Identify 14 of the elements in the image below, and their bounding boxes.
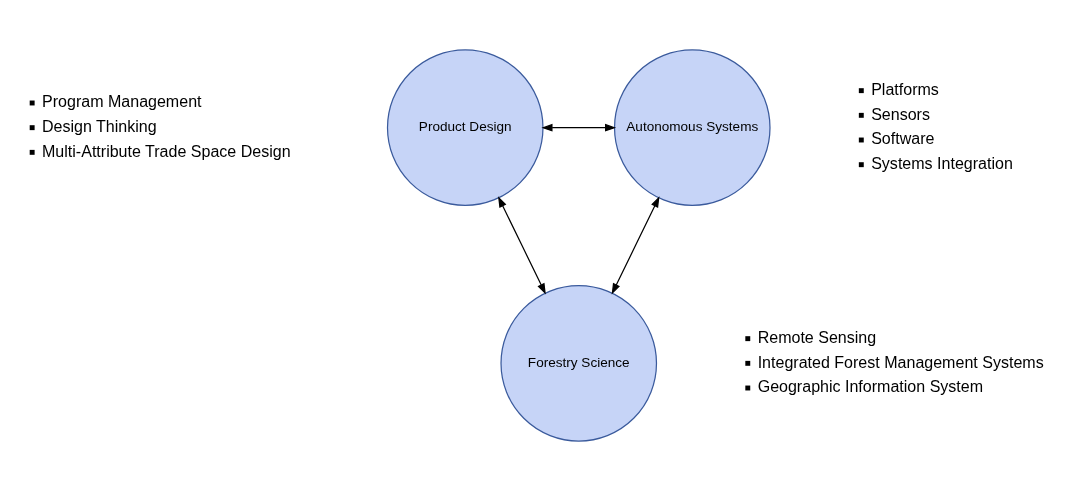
node-label: Platforms — [871, 79, 939, 98]
node-label: Design Thinking — [42, 116, 157, 135]
arrow — [611, 196, 660, 295]
node-circle: Forestry Science — [500, 285, 658, 442]
node-label: Multi-Attribute Trade Space Design — [42, 141, 291, 160]
arrow — [541, 123, 617, 132]
node-label: Systems Integration — [871, 153, 1013, 172]
node-label: Software — [871, 129, 935, 148]
node-label: Integrated Forest Management Systems — [757, 352, 1044, 371]
arrow — [498, 196, 546, 295]
node-label: Sensors — [871, 104, 930, 123]
node-label: Program Management — [42, 92, 202, 111]
node-label: Geographic Information System — [757, 377, 984, 396]
node-label: Remote Sensing — [757, 327, 877, 346]
